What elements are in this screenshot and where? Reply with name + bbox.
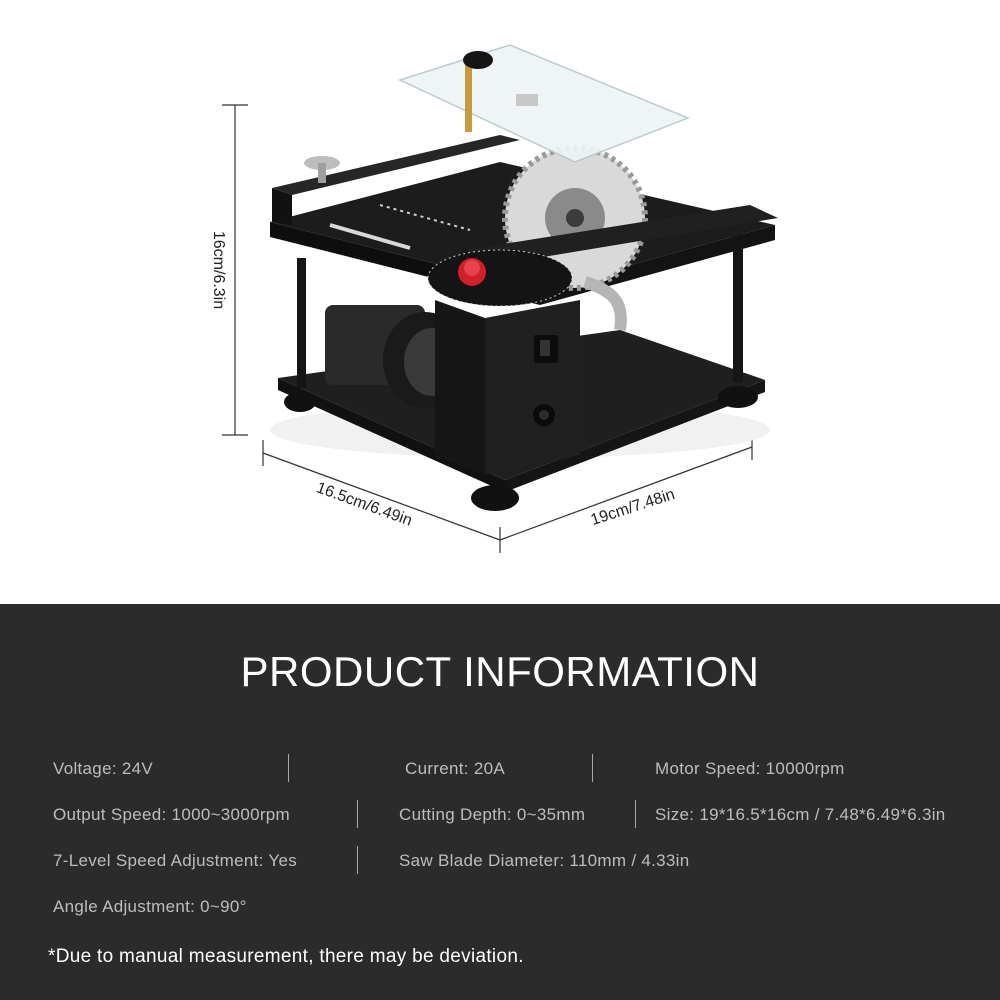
spec-voltage: Voltage: 24V xyxy=(53,759,154,778)
product-image-area: 16cm/6.3in 16.5cm/6.49in 19cm/7.48in xyxy=(210,44,778,553)
height-dimension-label: 16cm/6.3in xyxy=(210,230,227,310)
spec-blade-diameter: Saw Blade Diameter: 110mm / 4.33in xyxy=(399,851,690,870)
product-info-panel: PRODUCT INFORMATION Voltage: 24V Current… xyxy=(0,604,1000,1000)
spec-output-speed: Output Speed: 1000~3000rpm xyxy=(53,805,291,824)
section-title: PRODUCT INFORMATION xyxy=(240,648,760,695)
spec-angle-adjustment: Angle Adjustment: 0~90° xyxy=(53,897,247,916)
spec-cutting-depth: Cutting Depth: 0~35mm xyxy=(399,805,586,824)
spec-speed-adjustment: 7-Level Speed Adjustment: Yes xyxy=(53,851,298,870)
dimension-lines xyxy=(222,104,753,553)
measurement-note: *Due to manual measurement, there may be… xyxy=(48,946,524,967)
spec-current: Current: 20A xyxy=(405,759,505,778)
spec-motor-speed: Motor Speed: 10000rpm xyxy=(655,759,845,778)
separator xyxy=(357,846,358,874)
separator xyxy=(592,754,593,782)
separator xyxy=(635,800,636,828)
separator xyxy=(357,800,358,828)
spec-size: Size: 19*16.5*16cm / 7.48*6.49*6.3in xyxy=(655,805,946,824)
separator xyxy=(288,754,289,782)
table-saw-illustration xyxy=(222,44,778,553)
